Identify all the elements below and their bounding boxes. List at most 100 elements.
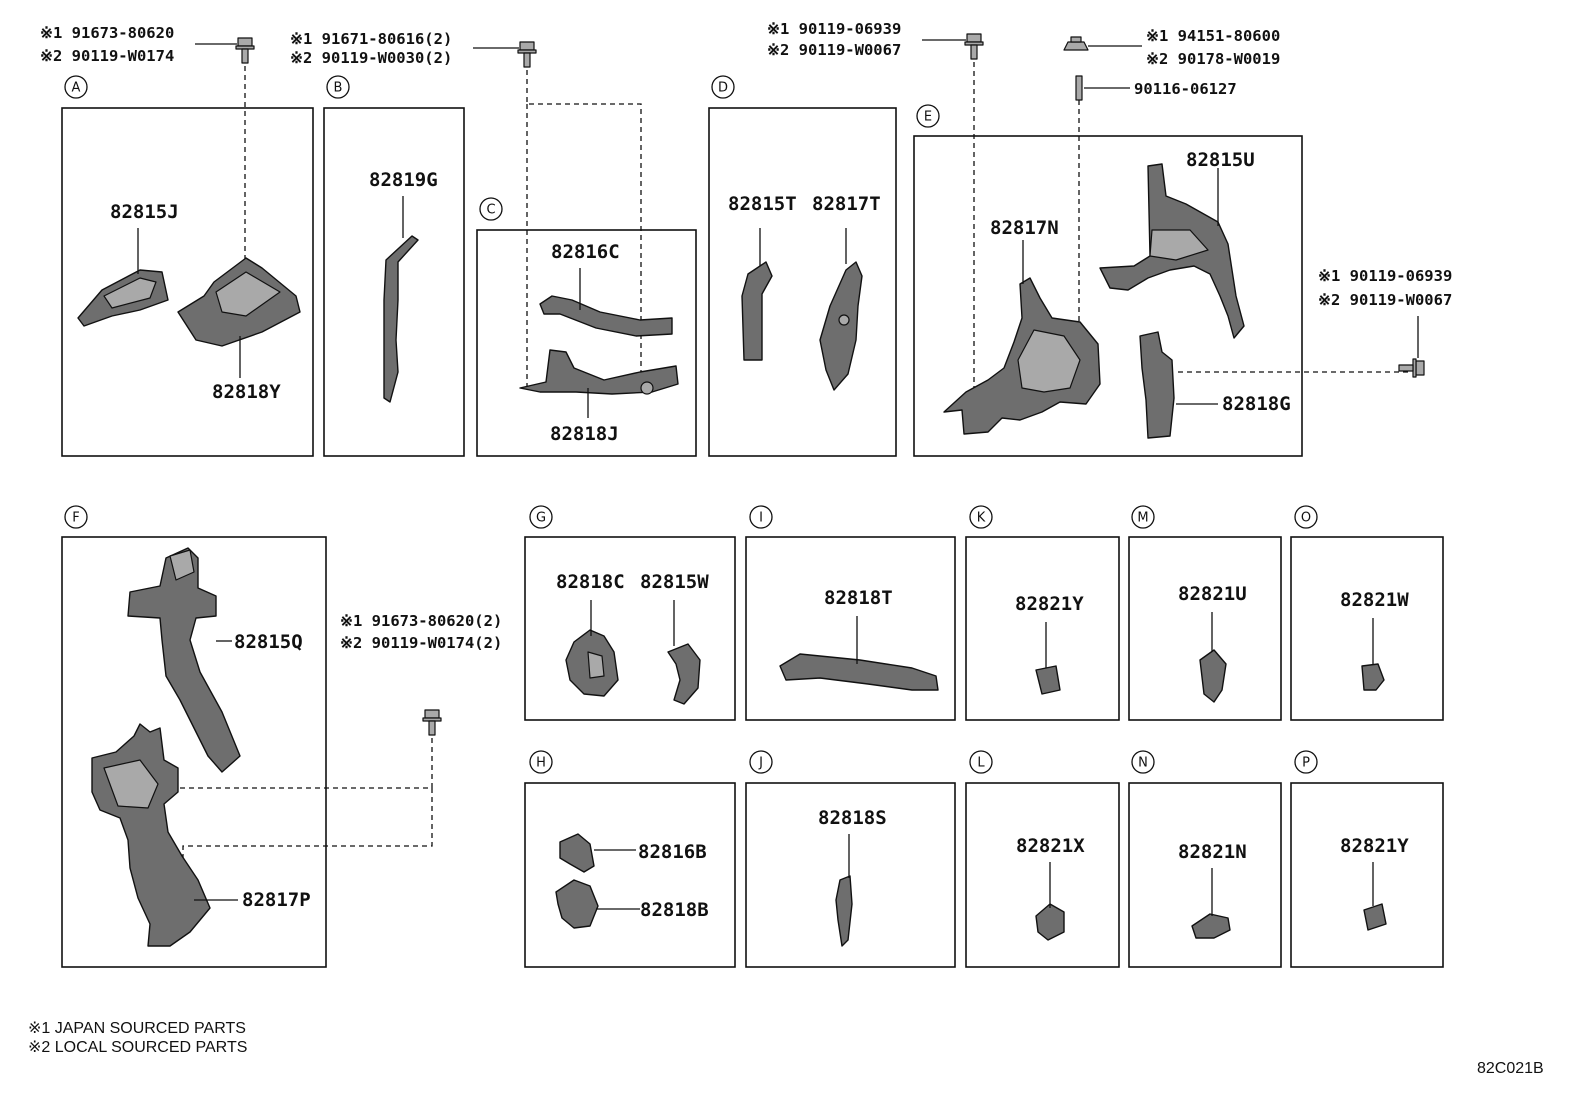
section-box-o: [1290, 536, 1444, 721]
svg-text:H: H: [536, 756, 546, 771]
bolt-icon: [1398, 358, 1425, 378]
diagram-reference-code: 82C021B: [1477, 1060, 1544, 1077]
section-box-l: [965, 782, 1120, 968]
svg-text:B: B: [334, 81, 343, 96]
part-82818C-shape: [565, 629, 619, 697]
section-label-f: F: [64, 505, 88, 529]
svg-text:N: N: [1138, 756, 1148, 771]
fastener-label: ※2 90119-W0067: [767, 41, 901, 59]
svg-text:M: M: [1137, 511, 1148, 526]
section-box-i: [745, 536, 956, 721]
section-box-h: [524, 782, 736, 968]
part-82821N-shape: [1191, 913, 1231, 939]
part-82816B-shape: [559, 833, 595, 873]
section-label-c: C: [479, 197, 503, 221]
fastener-label: ※1 90119-06939: [767, 20, 901, 38]
part-number-82821Y-k: 82821Y: [1015, 593, 1084, 615]
part-number-82821U: 82821U: [1178, 583, 1247, 605]
fastener-label: 90116-06127: [1134, 80, 1237, 98]
section-label-a: A: [64, 75, 88, 99]
part-number-82818S: 82818S: [818, 807, 887, 829]
svg-text:E: E: [924, 110, 932, 125]
part-number-82817P: 82817P: [242, 889, 311, 911]
part-number-82818Y: 82818Y: [212, 381, 281, 403]
section-box-p: [1290, 782, 1444, 968]
section-box-g: [524, 536, 736, 721]
section-label-p: P: [1294, 750, 1318, 774]
part-82817P-shape: [91, 723, 211, 947]
part-number-82821N: 82821N: [1178, 841, 1247, 863]
fastener-label: ※2 90119-W0174(2): [340, 634, 502, 652]
section-label-n: N: [1131, 750, 1155, 774]
part-number-82818J: 82818J: [550, 423, 619, 445]
part-82818G-shape: [1139, 331, 1175, 439]
part-number-82819G: 82819G: [369, 169, 438, 191]
section-label-e: E: [916, 104, 940, 128]
part-82818S-shape: [835, 875, 853, 947]
section-label-j: J: [749, 750, 773, 774]
svg-text:L: L: [977, 756, 985, 771]
fastener-label: ※1 94151-80600: [1146, 27, 1280, 45]
section-box-d: [708, 107, 897, 457]
part-number-82818B: 82818B: [640, 899, 709, 921]
part-82821Y-k-shape: [1035, 665, 1061, 695]
footnote-local-sourced: ※2 LOCAL SOURCED PARTS: [28, 1039, 247, 1056]
svg-text:A: A: [72, 81, 81, 96]
svg-text:J: J: [758, 756, 763, 771]
part-number-82821X: 82821X: [1016, 835, 1085, 857]
part-number-82815T: 82815T: [728, 193, 797, 215]
section-label-k: K: [969, 505, 993, 529]
part-number-82821W: 82821W: [1340, 589, 1409, 611]
part-number-82815J: 82815J: [110, 201, 179, 223]
section-box-m: [1128, 536, 1282, 721]
section-label-m: M: [1131, 505, 1155, 529]
fastener-label: ※2 90119-W0174: [40, 47, 174, 65]
bolt-icon: [422, 709, 442, 736]
part-82816C-shape: [539, 295, 673, 337]
part-number-82818T: 82818T: [824, 587, 893, 609]
fastener-label: ※1 91671-80616(2): [290, 30, 452, 48]
section-label-l: L: [969, 750, 993, 774]
fastener-label: ※2 90119-W0067: [1318, 291, 1452, 309]
svg-text:G: G: [536, 511, 546, 526]
part-82817N-shape: [943, 277, 1101, 435]
bolt-icon: [517, 41, 537, 68]
part-82815T-shape: [741, 261, 773, 361]
part-82817T-shape: [819, 261, 863, 391]
fastener-label: ※2 90178-W0019: [1146, 50, 1280, 68]
part-82818T-shape: [779, 653, 939, 691]
section-label-d: D: [711, 75, 735, 99]
part-number-82817N: 82817N: [990, 217, 1059, 239]
svg-text:K: K: [977, 511, 986, 526]
part-number-82816C: 82816C: [551, 241, 620, 263]
part-number-82817T: 82817T: [812, 193, 881, 215]
part-number-82815W: 82815W: [640, 571, 709, 593]
part-82821U-shape: [1199, 649, 1227, 703]
svg-text:O: O: [1301, 511, 1311, 526]
svg-text:D: D: [718, 81, 728, 96]
part-82819G-shape: [383, 235, 419, 403]
bolt-icon: [964, 33, 984, 60]
part-82818J-shape: [519, 349, 679, 395]
part-number-82816B: 82816B: [638, 841, 707, 863]
svg-text:C: C: [486, 203, 495, 218]
part-number-82818G: 82818G: [1222, 393, 1291, 415]
section-label-h: H: [529, 750, 553, 774]
bolt-icon: [235, 37, 255, 64]
section-box-c: [476, 229, 697, 457]
section-box-n: [1128, 782, 1282, 968]
part-82818B-shape: [555, 879, 599, 929]
part-82815J-shape: [77, 269, 169, 327]
nut-icon: [1063, 36, 1089, 51]
part-number-82815U: 82815U: [1186, 149, 1255, 171]
part-number-82818C: 82818C: [556, 571, 625, 593]
svg-text:F: F: [72, 511, 79, 526]
fastener-label: ※1 91673-80620: [40, 24, 174, 42]
part-number-82815Q: 82815Q: [234, 631, 303, 653]
svg-text:I: I: [759, 511, 763, 526]
fastener-label: ※2 90119-W0030(2): [290, 49, 452, 67]
section-label-o: O: [1294, 505, 1318, 529]
stud-icon: [1075, 75, 1083, 101]
